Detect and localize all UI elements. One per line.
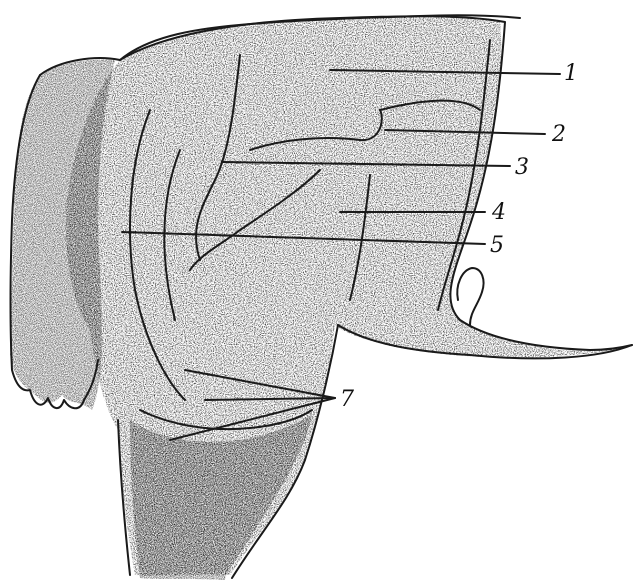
elbow-knob: [457, 268, 483, 325]
shading-layer: [10, 16, 625, 580]
callout-label: 7: [340, 387, 354, 412]
callout-label: 3: [515, 155, 529, 180]
callout-label: 5: [490, 233, 504, 258]
callout-label: 2: [551, 122, 566, 147]
callout-label: 4: [491, 200, 506, 225]
callout-label: 1: [564, 61, 578, 86]
